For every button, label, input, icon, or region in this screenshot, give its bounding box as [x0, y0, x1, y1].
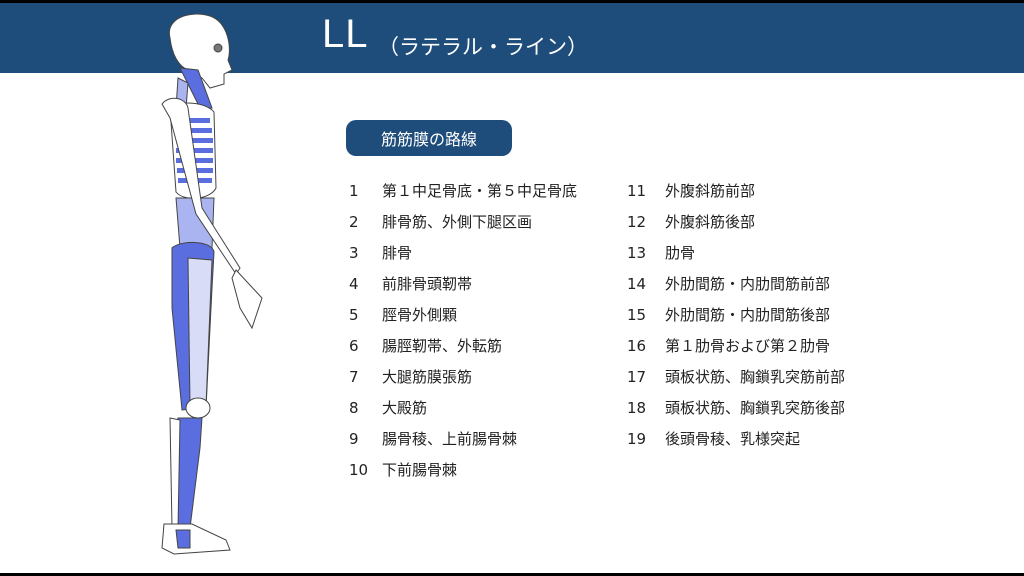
item-number: 14 — [627, 274, 647, 293]
item-text: 頭板状筋、胸鎖乳突筋後部 — [665, 399, 846, 417]
item-text: 前腓骨頭靭帯 — [382, 275, 473, 293]
item-number: 15 — [627, 305, 647, 324]
list-item: 18 頭板状筋、胸鎖乳突筋後部 — [627, 392, 845, 423]
item-number: 10 — [349, 460, 369, 479]
item-number: 18 — [627, 398, 647, 417]
item-number: 1 — [349, 181, 359, 200]
list-item: 7 大腿筋膜張筋 — [349, 361, 577, 392]
item-text: 第１肋骨および第２肋骨 — [665, 337, 831, 355]
item-number: 3 — [349, 243, 359, 262]
item-text: 下前腸骨棘 — [382, 461, 458, 479]
list-item: 13 肋骨 — [627, 237, 845, 268]
list-item: 6 腸脛靭帯、外転筋 — [349, 330, 577, 361]
list-item: 5 脛骨外側顆 — [349, 299, 577, 330]
item-number: 9 — [349, 429, 359, 448]
section-label-badge: 筋筋膜の路線 — [346, 120, 512, 156]
list-item: 1 第１中足骨底・第５中足骨底 — [349, 175, 577, 206]
page-subtitle: （ラテラル・ライン） — [378, 35, 588, 59]
item-text: 後頭骨稜、乳様突起 — [665, 430, 801, 448]
fascial-line-list-right: 11 外腹斜筋前部 12 外腹斜筋後部 13 肋骨 14 外肋間筋・内肋間筋前部 15 外… — [627, 175, 845, 454]
item-text: 肋骨 — [665, 244, 696, 262]
item-number: 11 — [627, 181, 647, 200]
top-border — [0, 0, 1024, 3]
item-number: 12 — [627, 212, 647, 231]
lateral-skeleton-illustration-icon — [161, 13, 263, 555]
item-text: 腓骨 — [382, 244, 413, 262]
list-item: 14 外肋間筋・内肋間筋前部 — [627, 268, 845, 299]
item-text: 頭板状筋、胸鎖乳突筋前部 — [665, 368, 846, 386]
item-text: 第１中足骨底・第５中足骨底 — [382, 182, 578, 200]
item-number: 5 — [349, 305, 359, 324]
item-text: 外肋間筋・内肋間筋前部 — [665, 275, 831, 293]
fascial-line-list-left: 1 第１中足骨底・第５中足骨底 2 腓骨筋、外側下腿区画 3 腓骨 4 前腓骨頭靭帯 5… — [349, 175, 577, 485]
item-number: 16 — [627, 336, 647, 355]
item-text: 外肋間筋・内肋間筋後部 — [665, 306, 831, 324]
list-item: 16 第１肋骨および第２肋骨 — [627, 330, 845, 361]
list-item: 9 腸骨稜、上前腸骨棘 — [349, 423, 577, 454]
item-number: 8 — [349, 398, 359, 417]
item-text: 大殿筋 — [382, 399, 428, 417]
item-number: 6 — [349, 336, 359, 355]
item-number: 4 — [349, 274, 359, 293]
item-number: 7 — [349, 367, 359, 386]
list-item: 17 頭板状筋、胸鎖乳突筋前部 — [627, 361, 845, 392]
item-text: 外腹斜筋後部 — [665, 213, 756, 231]
item-text: 大腿筋膜張筋 — [382, 368, 473, 386]
item-text: 腸骨稜、上前腸骨棘 — [382, 430, 518, 448]
bottom-border — [0, 573, 1024, 576]
item-text: 腓骨筋、外側下腿区画 — [382, 213, 533, 231]
item-number: 19 — [627, 429, 647, 448]
item-text: 外腹斜筋前部 — [665, 182, 756, 200]
list-item: 8 大殿筋 — [349, 392, 577, 423]
item-number: 2 — [349, 212, 359, 231]
list-item: 19 後頭骨稜、乳様突起 — [627, 423, 845, 454]
item-number: 13 — [627, 243, 647, 262]
list-item: 10 下前腸骨棘 — [349, 454, 577, 485]
item-text: 腸脛靭帯、外転筋 — [382, 337, 503, 355]
list-item: 4 前腓骨頭靭帯 — [349, 268, 577, 299]
page-title: LL — [322, 12, 369, 56]
list-item: 2 腓骨筋、外側下腿区画 — [349, 206, 577, 237]
list-item: 11 外腹斜筋前部 — [627, 175, 845, 206]
list-item: 15 外肋間筋・内肋間筋後部 — [627, 299, 845, 330]
item-number: 17 — [627, 367, 647, 386]
list-item: 3 腓骨 — [349, 237, 577, 268]
item-text: 脛骨外側顆 — [382, 306, 458, 324]
list-item: 12 外腹斜筋後部 — [627, 206, 845, 237]
